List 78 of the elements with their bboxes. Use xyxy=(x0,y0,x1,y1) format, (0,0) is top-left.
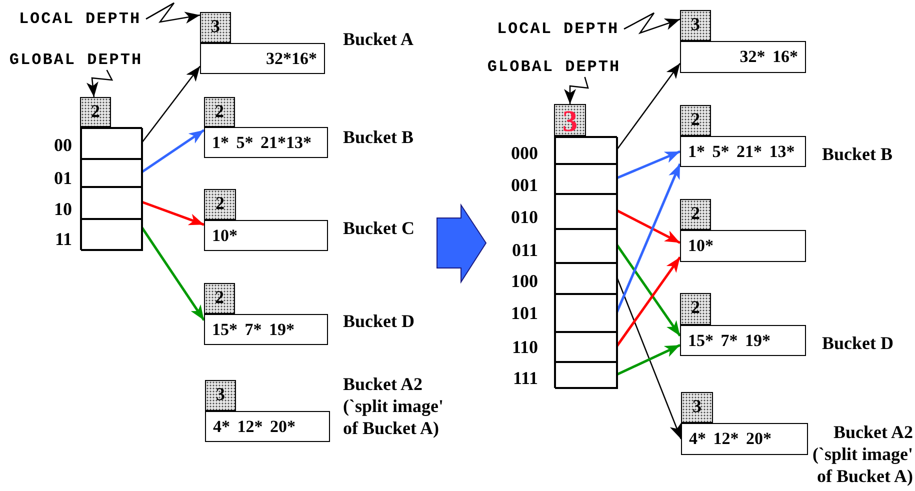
directory-box xyxy=(554,136,617,388)
depth-box: 2 xyxy=(680,199,711,230)
slot-index: 00 xyxy=(54,134,72,156)
depth-box: 2 xyxy=(204,97,235,127)
depth-box: 3 xyxy=(554,104,586,136)
pointer-arrow xyxy=(616,150,680,180)
slot-index: 010 xyxy=(511,206,538,228)
pointer-arrow xyxy=(616,163,682,312)
bucket-label: Bucket B xyxy=(822,143,893,165)
slot-index: 101 xyxy=(511,302,538,324)
bucket-box: 1* 5* 21*13* xyxy=(204,127,328,158)
slot-index: 10 xyxy=(54,198,72,220)
bucket-box: 10* xyxy=(204,220,328,251)
slot-index: 01 xyxy=(54,167,72,189)
directory-slot xyxy=(555,194,618,229)
directory-slot xyxy=(555,332,618,362)
bucket-box: 4* 12* 20* xyxy=(681,423,808,455)
pointer-arrow xyxy=(616,344,681,376)
bucket-label: Bucket D xyxy=(343,310,414,332)
pointer-arrow xyxy=(616,244,682,337)
slot-index: 000 xyxy=(511,142,538,164)
bucket-box: 4* 12* 20* xyxy=(205,411,330,442)
slot-index: 001 xyxy=(511,174,538,196)
slot-index: 011 xyxy=(512,239,538,261)
slot-index: 100 xyxy=(511,270,538,292)
pointer-arrow xyxy=(616,277,682,440)
depth-box: 3 xyxy=(680,10,711,41)
leader-arrow xyxy=(624,12,680,34)
depth-label: GLOBAL DEPTH xyxy=(484,57,624,77)
directory-slot xyxy=(555,164,618,194)
pointer-arrow xyxy=(142,200,204,226)
bucket-box: 32*16* xyxy=(200,43,325,74)
depth-box: 3 xyxy=(681,392,713,423)
bucket-label: Bucket A2 xyxy=(833,421,913,443)
bucket-label: Bucket D xyxy=(822,332,894,354)
slot-index: 11 xyxy=(54,228,72,250)
bucket-label: Bucket C xyxy=(343,217,414,239)
bucket-label: (`split image' of Bucket A) xyxy=(343,395,444,439)
directory-slot xyxy=(555,294,618,332)
bucket-box: 15* 7* 19* xyxy=(680,325,806,356)
bucket-box: 10* xyxy=(680,230,806,262)
bucket-label: Bucket B xyxy=(343,126,414,148)
pointer-arrow xyxy=(141,129,205,174)
directory-slot xyxy=(555,362,618,389)
leader-arrow xyxy=(146,2,200,24)
bucket-label: Bucket A xyxy=(343,28,414,50)
depth-box: 2 xyxy=(680,293,711,325)
slot-index: 111 xyxy=(512,367,538,389)
bucket-label: (`split image' of Bucket A) xyxy=(812,443,913,487)
pointer-arrow xyxy=(616,63,681,150)
depth-box: 2 xyxy=(204,283,235,314)
pointer-arrow xyxy=(616,209,681,244)
bucket-box: 1* 5* 21* 13* xyxy=(680,136,806,167)
depth-box: 2 xyxy=(80,97,111,127)
leader-arrow xyxy=(564,76,589,104)
depth-box: 2 xyxy=(204,189,236,220)
leader-arrow xyxy=(86,70,114,98)
depth-label: LOCAL DEPTH xyxy=(14,9,146,29)
directory-slot xyxy=(555,137,618,164)
directory-slot xyxy=(555,229,618,263)
depth-box: 3 xyxy=(205,380,236,411)
depth-label: LOCAL DEPTH xyxy=(492,19,624,39)
bucket-box: 15* 7* 19* xyxy=(204,314,328,345)
depth-label: GLOBAL DEPTH xyxy=(6,50,146,70)
pointer-arrow xyxy=(616,256,682,347)
directory-slot xyxy=(555,263,618,294)
bucket-label: Bucket A2 xyxy=(343,373,423,395)
directory-slot xyxy=(81,187,143,219)
directory-slot xyxy=(81,219,143,251)
pointer-arrow xyxy=(140,226,206,321)
directory-slot xyxy=(81,159,143,187)
depth-box: 3 xyxy=(200,12,231,43)
bucket-box: 32* 16* xyxy=(680,41,806,73)
slot-index: 110 xyxy=(512,336,538,358)
depth-box: 2 xyxy=(680,105,711,136)
pointer-arrow xyxy=(141,66,201,143)
directory-box xyxy=(80,127,142,250)
directory-slot xyxy=(81,128,143,159)
